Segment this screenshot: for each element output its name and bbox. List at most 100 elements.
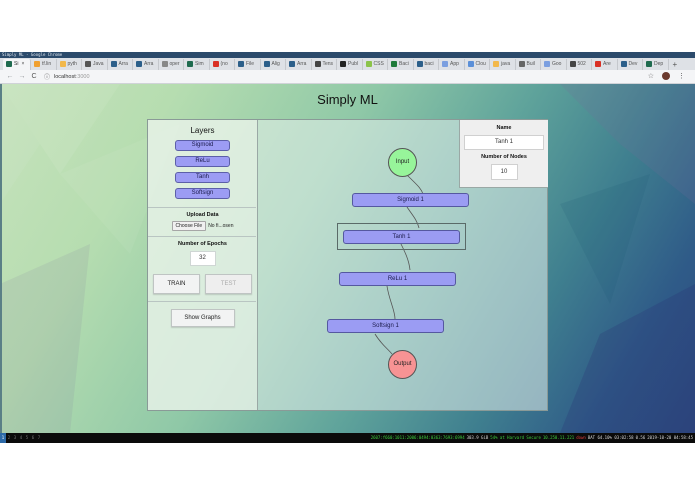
test-button[interactable]: TEST [205,274,252,294]
tab-favicon-icon [646,61,652,67]
tab-favicon-icon [263,61,270,67]
nodes-input[interactable]: 10 [490,164,518,180]
site-info-icon[interactable]: ⓘ [44,75,51,81]
browser-tab[interactable]: Clou [465,58,490,70]
bookmark-star-icon[interactable]: ☆ [647,73,654,80]
browser-tab[interactable]: Java [82,58,108,70]
browser-tab[interactable]: 502 [567,58,592,70]
layer-button-relu[interactable]: ReLu [175,156,230,167]
output-node[interactable]: Output [388,350,417,379]
layer-button-tanh[interactable]: Tanh [175,172,230,183]
status-wifi: 54% at Harvard Secure [490,435,541,440]
window-title-bar: Simply ML - Google Chrome [0,52,695,58]
menu-icon[interactable]: ⋮ [678,73,685,80]
layer-node-relu-1[interactable]: ReLu 1 [339,272,456,286]
browser-tab[interactable]: Baci [388,58,414,70]
tab-favicon-icon [518,61,525,67]
tab-label: java [501,61,511,67]
browser-tab[interactable]: App [439,58,465,70]
browser-tab[interactable]: CSS [363,58,388,70]
browser-tab[interactable]: Dev [618,58,643,70]
epochs-input[interactable]: 32 [189,251,216,266]
browser-tab[interactable]: java [490,58,516,70]
workspace-6[interactable]: 6 [31,435,35,440]
status-datetime: 2019-10-20 04:58:45 [647,435,693,440]
name-label: Name [496,125,512,131]
new-tab-button[interactable]: + [672,59,678,69]
tab-label: Publ [348,61,359,67]
tab-label: Dep [654,61,664,67]
status-disk: 303.9 GiB [466,435,489,440]
browser-tab[interactable]: oper [159,58,184,70]
browser-tab[interactable]: Tens [312,58,337,70]
browser-tab[interactable]: (no [210,58,235,70]
status-load: 0.56 [635,435,646,440]
layer-name-input[interactable]: Tanh 1 [464,135,544,150]
forward-icon[interactable]: → [18,73,26,80]
layer-button-softsign[interactable]: Softsign [175,188,230,199]
browser-tab[interactable]: Alig [261,58,286,70]
tab-label: Arra [144,61,154,67]
browser-tab[interactable]: File [235,58,261,70]
workspace-4[interactable]: 4 [19,435,23,440]
reload-icon[interactable]: C [31,73,37,80]
profile-avatar[interactable] [662,72,670,80]
tab-label: CSS [373,61,384,67]
tab-favicon-icon [544,61,550,67]
layers-heading: Layers [190,126,215,135]
layer-node-softsign-1[interactable]: Softsign 1 [327,319,444,333]
tab-favicon-icon [238,61,244,67]
browser-tab[interactable]: Arra [286,58,312,70]
train-button[interactable]: TRAIN [153,274,200,294]
tab-favicon-icon [85,61,91,67]
tab-label: oper [169,61,180,67]
browser-tab[interactable]: Sim [184,58,210,70]
tab-label: Java [93,61,104,67]
network-canvas[interactable]: Input Sigmoid 1 Tanh 1 ReLu 1 Softsign 1… [259,120,548,410]
tab-favicon-icon [493,61,499,67]
tab-label: Dev [628,61,638,67]
input-node[interactable]: Input [388,148,417,177]
browser-tab[interactable]: Arra [108,58,133,70]
browser-tab[interactable]: Si× [3,58,31,70]
divider [148,236,256,237]
browser-tab[interactable]: baci [414,58,439,70]
browser-tab[interactable]: Are [592,58,618,70]
workspace-3[interactable]: 3 [13,435,17,440]
workspace-2[interactable]: 2 [7,435,11,440]
layer-node-tanh-1[interactable]: Tanh 1 [343,230,460,244]
tab-favicon-icon [569,61,576,67]
tab-favicon-icon [365,61,372,67]
status-bar: 2607:f660:1011:2006:0494:0363:7693:6994 … [371,433,693,443]
tab-label: pyth [67,61,77,67]
browser-tab[interactable]: Arra [133,58,159,70]
tab-label: Arra [118,61,128,67]
tab-favicon-icon [391,61,397,67]
choose-file-button[interactable]: Choose File [171,221,207,231]
tab-label: Goo [552,61,562,67]
show-graphs-button[interactable]: Show Graphs [170,309,235,327]
tab-favicon-icon [6,61,12,67]
close-tab-icon[interactable]: × [21,61,25,67]
address-bar[interactable]: ⓘ localhost:3000 [44,72,90,82]
workspace-1[interactable]: 1 [0,433,6,443]
browser-tab[interactable]: pyth [57,58,82,70]
tab-favicon-icon [340,61,346,67]
workspace-switcher: 1 2 3 4 5 6 7 [0,433,42,443]
tab-favicon-icon [467,61,474,67]
file-name-text: No fi...osen [208,223,234,229]
workspace-7[interactable]: 7 [37,435,41,440]
browser-tab[interactable]: tf.lin [31,58,57,70]
browser-tab[interactable]: Goo [541,58,567,70]
url-host: localhost [54,73,76,80]
browser-tab[interactable]: Buil [516,58,541,70]
tab-label: (no [220,61,228,67]
back-icon[interactable]: ← [6,73,14,80]
layer-node-sigmoid-1[interactable]: Sigmoid 1 [352,193,469,207]
browser-tab[interactable]: Publ [337,58,363,70]
workspace-5[interactable]: 5 [25,435,29,440]
browser-tab[interactable]: Dep [643,58,669,70]
layer-button-sigmoid[interactable]: Sigmoid [175,140,230,151]
tab-favicon-icon [620,61,627,67]
